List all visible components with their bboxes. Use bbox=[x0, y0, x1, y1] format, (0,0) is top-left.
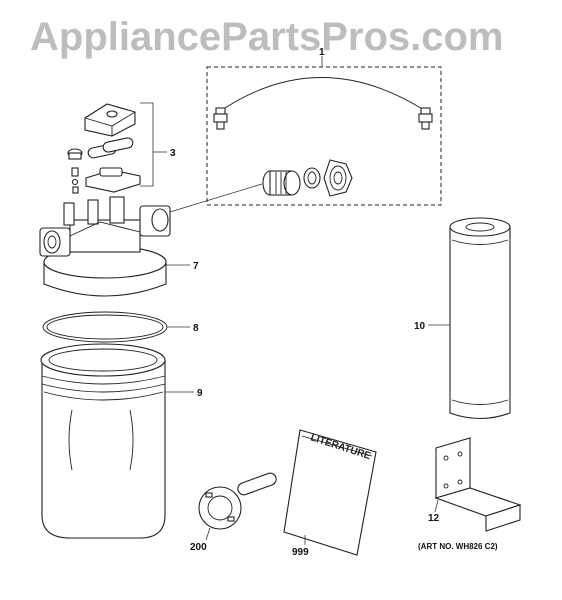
literature-booklet: LITERATURE 999 bbox=[283, 429, 377, 558]
mounting-kit-group: 1 bbox=[159, 47, 442, 216]
right-clamp bbox=[418, 107, 433, 130]
filter-head: 7 bbox=[39, 196, 199, 297]
callout-9: 9 bbox=[197, 388, 203, 399]
o-ring: 8 bbox=[42, 311, 199, 343]
hose-nut bbox=[323, 159, 353, 197]
art-number: (ART NO. WH826 C2) bbox=[418, 542, 498, 551]
hose-fitting-threaded bbox=[262, 170, 301, 196]
callout-1: 1 bbox=[319, 47, 325, 58]
hose-washer bbox=[303, 167, 321, 189]
callout-10: 10 bbox=[414, 321, 426, 332]
battery-plugs bbox=[87, 137, 134, 159]
cap-and-plugs-group: 3 bbox=[67, 102, 176, 194]
hose-arc bbox=[221, 77, 425, 111]
callout-12: 12 bbox=[428, 513, 440, 524]
callout-999: 999 bbox=[292, 547, 309, 558]
watermark: AppliancePartsPros.com bbox=[30, 15, 504, 59]
callout-8: 8 bbox=[193, 323, 199, 334]
mounting-bracket: 12 bbox=[428, 437, 522, 532]
left-clamp bbox=[213, 107, 228, 130]
kit-dashed-box bbox=[206, 66, 442, 206]
callout-7: 7 bbox=[193, 261, 199, 272]
callout-200: 200 bbox=[190, 542, 207, 553]
housing-wrench: 200 bbox=[190, 472, 277, 553]
callout-3: 3 bbox=[170, 148, 176, 159]
small-plug bbox=[67, 148, 83, 160]
base-tray bbox=[85, 167, 141, 193]
filter-housing: 9 bbox=[40, 343, 203, 539]
spring-screw bbox=[71, 167, 79, 194]
top-cap bbox=[84, 103, 136, 137]
filter-cartridge: 10 bbox=[414, 217, 511, 420]
